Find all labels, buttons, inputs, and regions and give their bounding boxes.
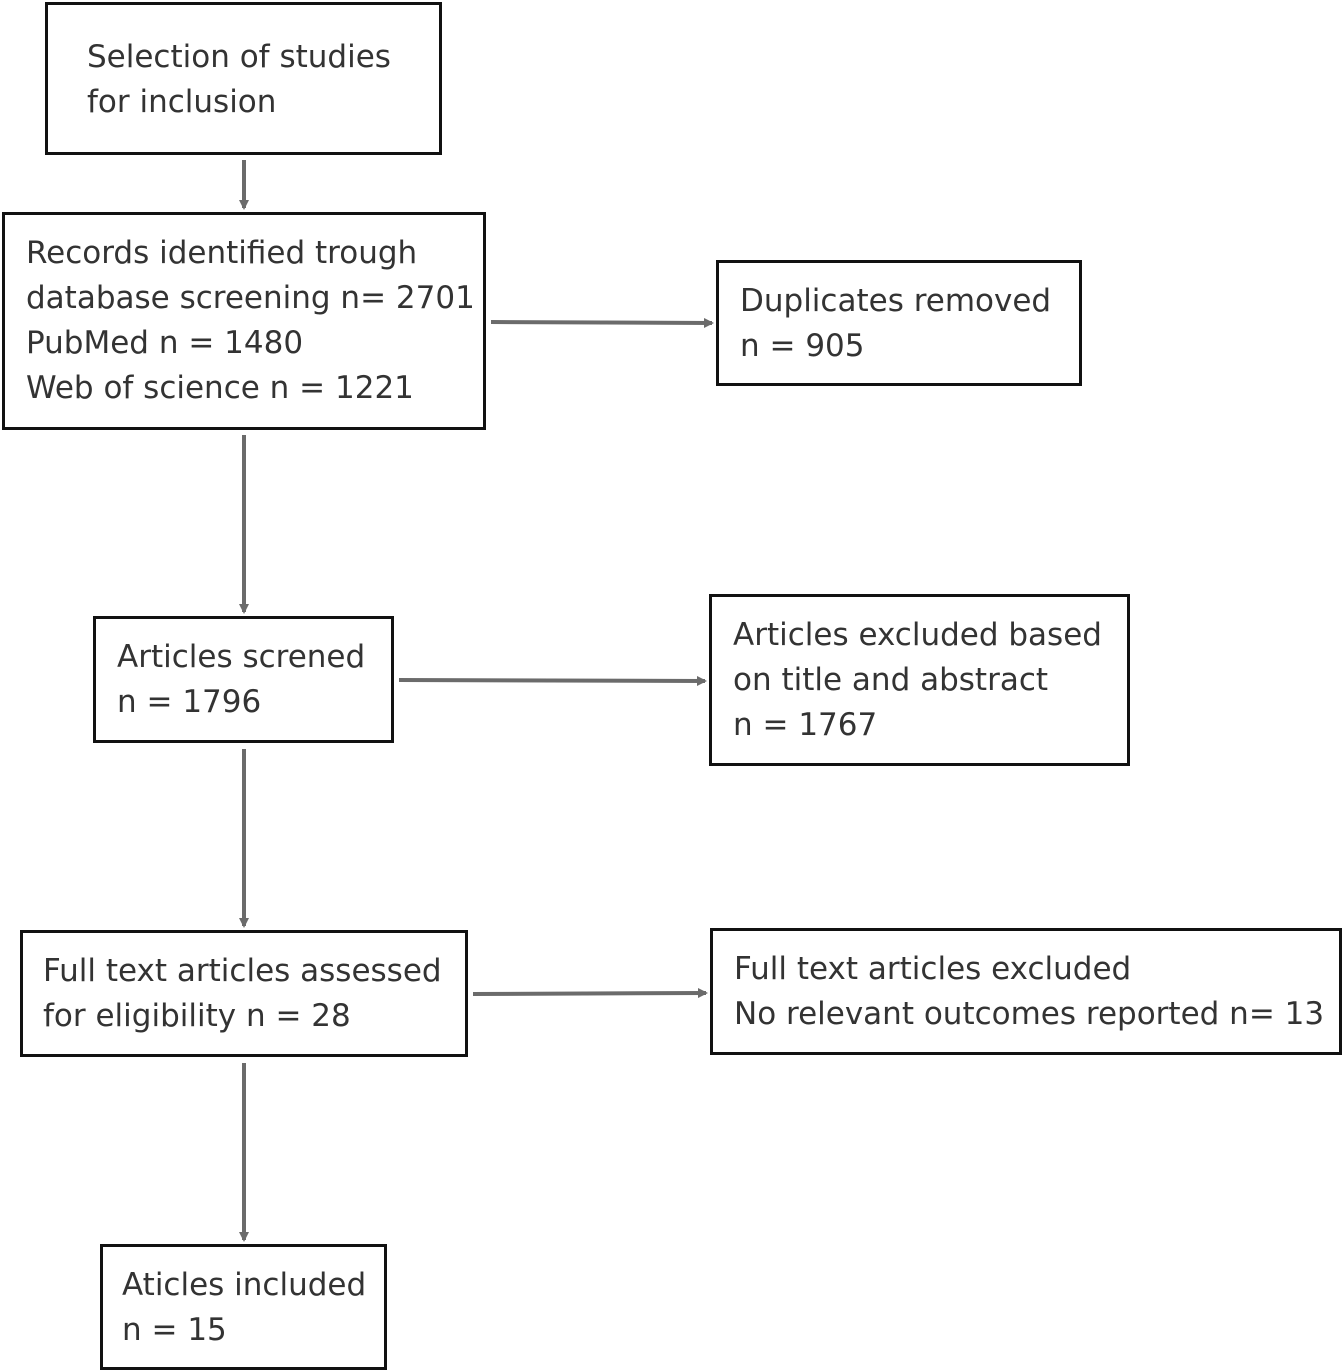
- articles-included-box: Aticles included n = 15: [100, 1244, 387, 1370]
- included-line-2: n = 15: [122, 1312, 227, 1348]
- records-line-1: Records identified trough: [26, 235, 418, 271]
- records-line-3: PubMed n = 1480: [26, 325, 304, 361]
- included-line-1: Aticles included: [122, 1267, 367, 1303]
- arrow-screened-to-excluded: [398, 675, 707, 686]
- records-line-4: Web of science n = 1221: [26, 370, 414, 406]
- excluded-ta-line-3: n = 1767: [733, 707, 878, 743]
- records-identified-box: Records identified trough database scree…: [2, 212, 486, 430]
- records-line-2: database screening n= 2701: [26, 280, 475, 316]
- fulltext-line-1: Full text articles assessed: [43, 953, 442, 989]
- screened-line-2: n = 1796: [117, 684, 262, 720]
- fulltext-assessed-box: Full text articles assessed for eligibil…: [20, 930, 468, 1057]
- arrow-fulltext-to-excluded: [472, 988, 708, 999]
- arrow-records-to-duplicates: [490, 317, 714, 328]
- fulltext-excluded-box: Full text articles excluded No relevant …: [710, 928, 1342, 1055]
- selection-box: Selection of studies for inclusion: [45, 2, 442, 155]
- excluded-ta-line-1: Articles excluded based: [733, 617, 1102, 653]
- excluded-ft-line-2: No relevant outcomes reported n= 13: [734, 996, 1325, 1032]
- duplicates-line-2: n = 905: [740, 328, 865, 364]
- selection-line-2: for inclusion: [87, 84, 277, 120]
- articles-screened-box: Articles screned n = 1796: [93, 616, 394, 743]
- excluded-title-abstract-box: Articles excluded based on title and abs…: [709, 594, 1130, 766]
- selection-line-1: Selection of studies: [87, 39, 391, 75]
- excluded-ft-line-1: Full text articles excluded: [734, 951, 1132, 987]
- duplicates-removed-box: Duplicates removed n = 905: [716, 260, 1082, 386]
- fulltext-line-2: for eligibility n = 28: [43, 998, 351, 1034]
- screened-line-1: Articles screned: [117, 639, 366, 675]
- excluded-ta-line-2: on title and abstract: [733, 662, 1049, 698]
- duplicates-line-1: Duplicates removed: [740, 283, 1052, 319]
